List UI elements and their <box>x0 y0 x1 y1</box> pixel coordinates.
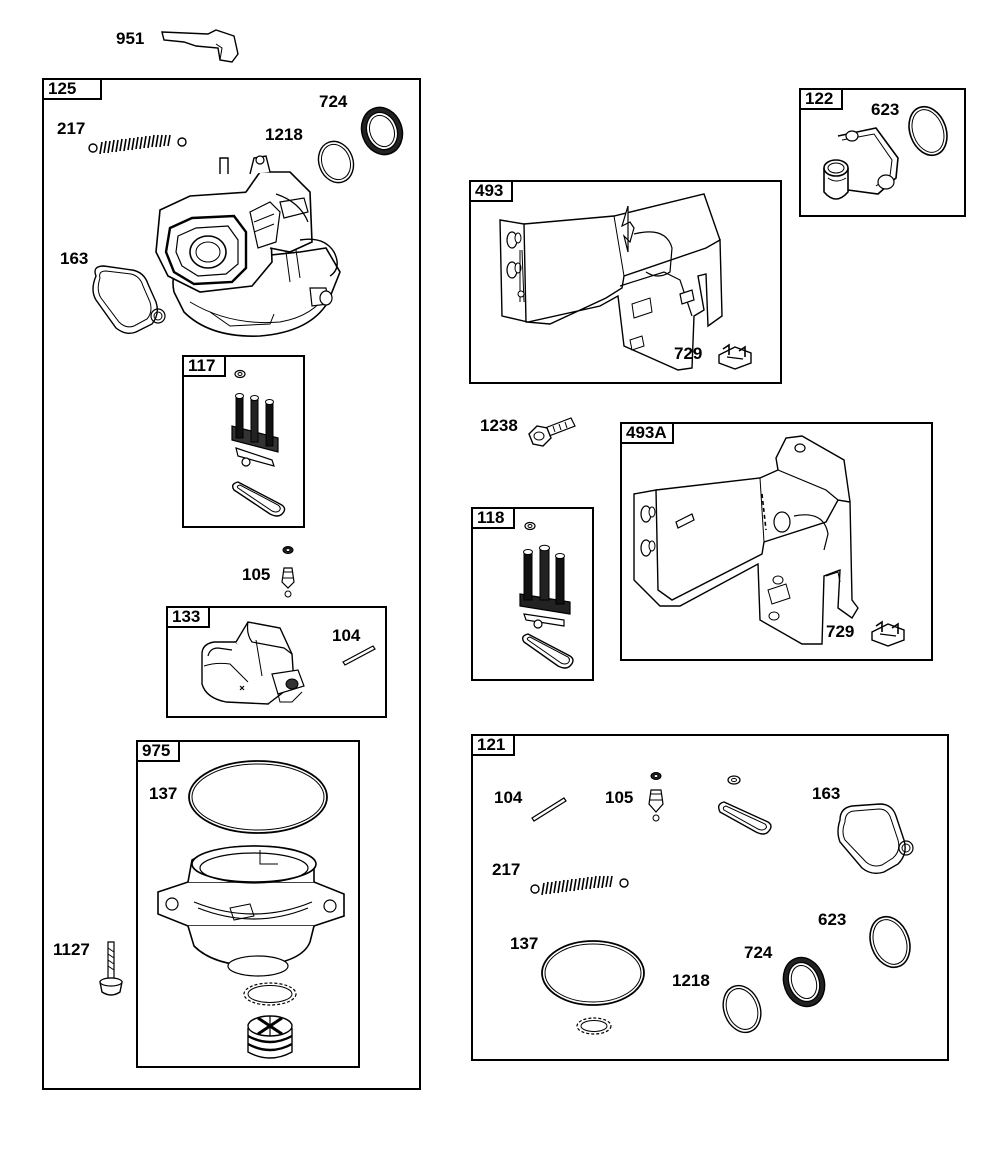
fuel-inlet-valve-118-icon <box>514 516 580 672</box>
assembly-box-122: 122 <box>799 88 966 217</box>
assembly-box-117: 117 <box>182 355 305 528</box>
spring-217-kit-icon <box>530 874 630 898</box>
screw-1127-icon <box>96 938 126 1000</box>
clip-729-493a-icon <box>868 618 908 648</box>
box-tag-125: 125 <box>42 78 102 100</box>
label-729-493a: 729 <box>826 622 855 641</box>
box-tag-493: 493 <box>469 180 513 202</box>
label-104-carb: 104 <box>332 626 361 645</box>
control-bracket-493a-icon <box>630 430 900 652</box>
float-pin-104-icon <box>341 642 377 666</box>
label-1218: 1218 <box>265 125 303 144</box>
float-133-icon <box>196 614 308 710</box>
o-ring-137-kit-icon <box>540 938 646 1008</box>
gasket-623-box-icon <box>905 102 951 160</box>
o-ring-137-icon <box>186 758 330 836</box>
label-1218-kit: 1218 <box>672 971 710 990</box>
label-1238: 1238 <box>480 416 518 435</box>
assembly-box-975: 975 <box>136 740 360 1068</box>
bolt-1238-icon <box>525 416 577 450</box>
label-105-carb: 105 <box>242 565 271 584</box>
assembly-box-133: 133 <box>166 606 387 718</box>
assembly-box-121: 121 <box>471 734 949 1061</box>
label-623-kit: 623 <box>818 910 847 929</box>
box-tag-118: 118 <box>471 507 515 529</box>
label-217: 217 <box>57 119 86 138</box>
gasket-623-kit-icon <box>866 912 914 972</box>
inlet-needle-105-kit-icon <box>646 770 666 826</box>
box-tag-121: 121 <box>471 734 515 756</box>
carburetor-body-icon <box>150 152 350 342</box>
spring-217-icon <box>88 133 188 157</box>
float-bowl-975-icon <box>154 842 348 978</box>
assembly-box-118: 118 <box>471 507 594 681</box>
gasket-1218-kit-icon <box>720 982 764 1036</box>
choke-lever-icon <box>158 26 244 66</box>
label-137-carb: 137 <box>149 784 178 803</box>
gasket-1218-icon <box>316 139 356 185</box>
fuel-inlet-valve-117-icon <box>226 366 292 522</box>
assembly-box-493: 493 <box>469 180 782 384</box>
label-623-box: 623 <box>871 100 900 119</box>
label-105-kit: 105 <box>605 788 634 807</box>
assembly-box-125: 125 <box>42 78 421 1090</box>
seal-724-kit-icon <box>780 954 828 1010</box>
box-tag-493a: 493A <box>620 422 674 444</box>
box-tag-975: 975 <box>136 740 180 762</box>
label-724-kit: 724 <box>744 943 773 962</box>
assembly-box-493a: 493A <box>620 422 933 661</box>
control-bracket-493-icon <box>494 186 730 376</box>
clip-729-icon <box>715 341 755 371</box>
label-163-kit: 163 <box>812 784 841 803</box>
gasket-kit-oval-icon <box>710 772 776 838</box>
box-tag-117: 117 <box>182 355 226 377</box>
label-951: 951 <box>116 29 145 48</box>
gasket-163-icon <box>86 262 168 338</box>
label-137-kit: 137 <box>510 934 539 953</box>
gasket-163-kit-icon <box>832 800 918 880</box>
label-724: 724 <box>319 92 348 111</box>
label-163: 163 <box>60 249 89 268</box>
box-tag-133: 133 <box>166 606 210 628</box>
inlet-needle-105-icon <box>278 544 298 600</box>
float-pin-104-kit-icon <box>530 794 570 824</box>
label-217-kit: 217 <box>492 860 521 879</box>
bowl-nut-icon <box>236 978 304 1064</box>
o-ring-small-kit-icon <box>574 1014 614 1038</box>
label-729-493: 729 <box>674 344 703 363</box>
label-104-kit: 104 <box>494 788 523 807</box>
box-tag-122: 122 <box>799 88 843 110</box>
seal-724-icon <box>358 104 406 158</box>
fuel-fitting-122-icon <box>818 122 904 208</box>
label-1127: 1127 <box>53 940 90 959</box>
